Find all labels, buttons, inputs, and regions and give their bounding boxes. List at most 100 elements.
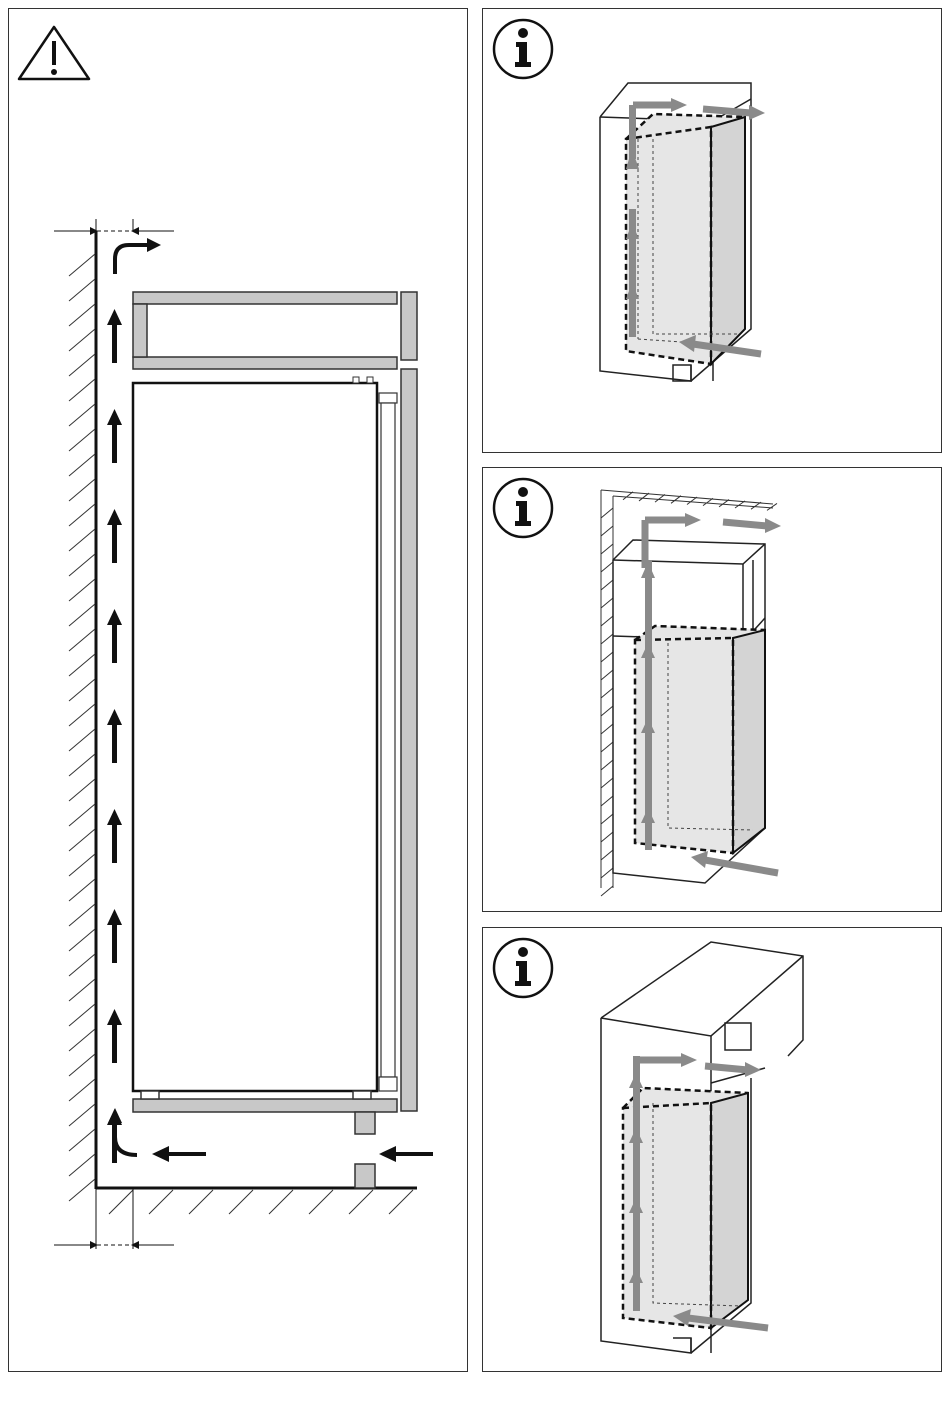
hatch-line — [601, 724, 613, 734]
hatch-line — [671, 496, 681, 504]
hatch-line — [601, 670, 613, 680]
hatch-line — [69, 379, 95, 401]
hatch-line — [69, 504, 95, 526]
hatch-line — [639, 493, 649, 501]
appliance-box — [623, 1088, 748, 1328]
hatch-line — [69, 754, 95, 776]
hatch-line — [601, 634, 613, 644]
furniture-door — [401, 369, 417, 1111]
hatch-line — [69, 454, 95, 476]
hatch-line — [69, 704, 95, 726]
hatch-line — [687, 497, 697, 505]
hatch-line — [69, 779, 95, 801]
hatch-line — [69, 1129, 95, 1151]
hatch-line — [69, 879, 95, 901]
hatch-line — [69, 1154, 95, 1176]
hatch-line — [719, 500, 729, 507]
top-cabinet — [133, 292, 417, 369]
up-arrow-head — [107, 509, 122, 525]
hatch-line — [69, 679, 95, 701]
hatch-line — [69, 279, 95, 301]
info-panel-3 — [482, 927, 942, 1372]
hatch-line — [69, 1079, 95, 1101]
niche-under-ceiling-diagram — [483, 468, 943, 913]
inlet-arrow-right — [379, 1146, 433, 1162]
hatch-line — [703, 498, 713, 505]
up-arrow-head — [107, 1009, 122, 1025]
up-arrow-shaft — [112, 723, 117, 763]
hatch-line — [69, 529, 95, 551]
niche-open-top-diagram — [483, 9, 943, 454]
hatch-line — [349, 1190, 373, 1214]
hatch-line — [69, 979, 95, 1001]
up-arrow-shaft — [112, 1023, 117, 1063]
up-arrow-head — [107, 409, 122, 425]
hatch-line — [601, 652, 613, 662]
hatch-line — [69, 429, 95, 451]
side-section-diagram — [9, 9, 469, 1373]
hatch-line — [655, 494, 665, 502]
hatch-line — [69, 829, 95, 851]
hatch-line — [601, 760, 613, 770]
up-arrow-head — [107, 809, 122, 825]
hatch-line — [309, 1190, 333, 1214]
niche-top-cabinet-diagram — [483, 928, 943, 1373]
base-shelf — [133, 1091, 397, 1188]
hatch-line — [109, 1190, 133, 1214]
outlet-arrow — [115, 238, 161, 274]
info-circle-icon — [494, 20, 552, 78]
hatch-line — [69, 854, 95, 876]
hatch-line — [69, 654, 95, 676]
hatch-line — [189, 1190, 213, 1214]
hatch-line — [69, 404, 95, 426]
floor-hatching — [96, 1188, 417, 1214]
warning-panel — [8, 8, 468, 1372]
inlet-arrow-left — [152, 1146, 206, 1162]
hatch-line — [69, 254, 95, 276]
hatch-line — [601, 886, 613, 896]
up-arrow-shaft — [112, 623, 117, 663]
hatch-line — [69, 904, 95, 926]
hatch-line — [601, 778, 613, 788]
hatch-line — [601, 580, 613, 590]
hatch-line — [69, 604, 95, 626]
gap-dimension-top — [54, 219, 174, 231]
hatch-line — [735, 501, 745, 508]
hatch-line — [601, 544, 613, 554]
hatch-line — [269, 1190, 293, 1214]
up-arrow-head — [107, 909, 122, 925]
hatch-line — [601, 562, 613, 572]
hatch-line — [69, 1179, 95, 1201]
hatch-line — [601, 742, 613, 752]
hatch-line — [69, 554, 95, 576]
info-panel-2 — [482, 467, 942, 912]
hatch-line — [389, 1190, 413, 1214]
wall-hatching — [69, 231, 96, 1201]
up-arrow-head — [107, 309, 122, 325]
hatch-line — [601, 508, 613, 518]
door-hinge — [379, 393, 397, 1091]
hatch-line — [69, 929, 95, 951]
hatch-line — [69, 354, 95, 376]
appliance-box — [635, 626, 765, 853]
hatch-line — [69, 804, 95, 826]
hatch-line — [601, 850, 613, 860]
appliance-body — [133, 377, 377, 1091]
appliance-box — [626, 114, 745, 364]
up-arrow-shaft — [112, 323, 117, 363]
hatch-line — [69, 579, 95, 601]
hatch-line — [229, 1190, 253, 1214]
up-arrow-head — [107, 709, 122, 725]
hatch-line — [69, 954, 95, 976]
hatch-line — [601, 688, 613, 698]
up-arrow-shaft — [112, 523, 117, 563]
hatch-line — [601, 796, 613, 806]
hatch-line — [149, 1190, 173, 1214]
up-arrow-shaft — [112, 923, 117, 963]
hatch-line — [601, 832, 613, 842]
warning-triangle-icon — [19, 27, 89, 79]
hatch-line — [601, 598, 613, 608]
up-arrow-shaft — [112, 823, 117, 863]
hatch-line — [69, 1054, 95, 1076]
up-arrow-head — [107, 609, 122, 625]
